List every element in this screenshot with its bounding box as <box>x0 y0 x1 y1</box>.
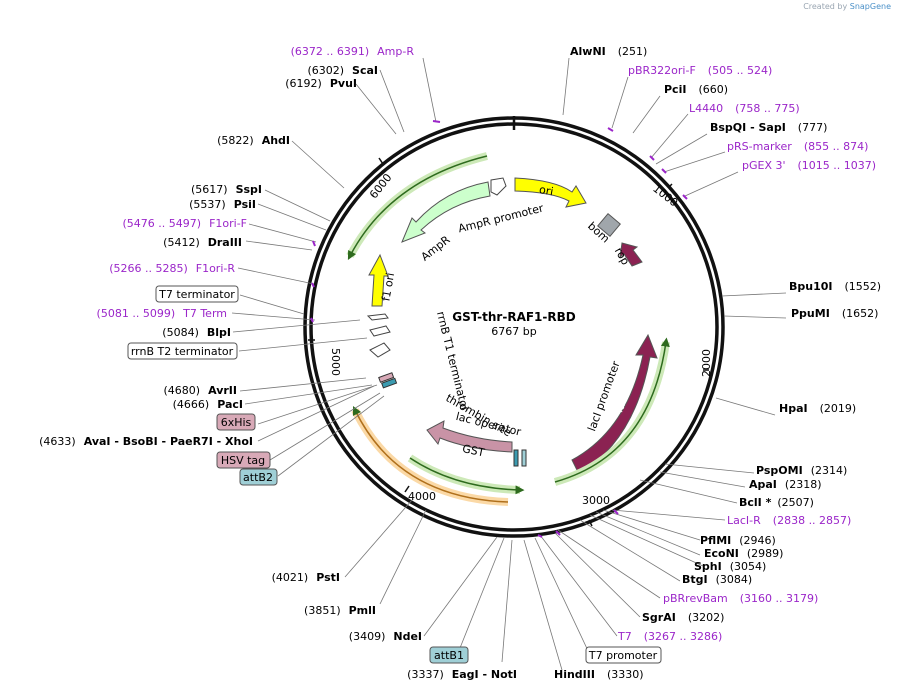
site-BclI[interactable]: BclI *(2507) <box>739 496 814 509</box>
feature-ori[interactable] <box>514 177 587 208</box>
site-EcoNI[interactable]: EcoNI(2989) <box>704 547 783 560</box>
feature-label-GST: GST <box>461 442 486 459</box>
orf-arc-top-left <box>347 155 488 260</box>
site-PmlI[interactable]: (3851)PmlI <box>304 604 376 617</box>
tick-label-4000: 4000 <box>408 490 436 503</box>
snapgene-credit: Created by SnapGene <box>803 2 891 11</box>
site-ScaI[interactable]: (6302)ScaI <box>307 64 378 77</box>
backbone <box>303 116 725 538</box>
site-PvuI[interactable]: (6192)PvuI <box>285 77 357 90</box>
primer-marks <box>310 120 688 538</box>
site-PsiI[interactable]: (5537)PsiI <box>189 198 256 211</box>
site-Bpu10I[interactable]: Bpu10I(1552) <box>789 280 881 293</box>
box-t7-terminator[interactable] <box>155 285 239 303</box>
primer-pBR322ori-F[interactable]: pBR322ori-F(505 .. 524) <box>628 64 772 77</box>
site-BlpI[interactable]: (5084)BlpI <box>162 326 231 339</box>
box-t7-terminator-label: T7 terminator <box>158 288 235 301</box>
labels-right: AlwNI(251) pBR322ori-F(505 .. 524) PciI(… <box>554 45 881 681</box>
tick-label-5000: 5000 <box>329 348 342 376</box>
box-rrnb-t2-label: rrnB T2 terminator <box>131 345 234 358</box>
site-BtgI[interactable]: BtgI(3084) <box>682 573 752 586</box>
site-SphI[interactable]: SphI(3054) <box>694 560 766 573</box>
site-SgrAI[interactable]: SgrAI(3202) <box>642 611 724 624</box>
credit-brand: SnapGene <box>849 2 891 11</box>
feature-lacI[interactable] <box>571 333 658 475</box>
site-EagI-NotI[interactable]: (3337)EagI - NotI <box>407 668 517 681</box>
site-AvaI-XhoI[interactable]: (4633)AvaI - BsoBI - PaeR7I - XhoI <box>39 435 253 448</box>
site-ApaI[interactable]: ApaI(2318) <box>749 478 821 491</box>
box-attb2[interactable] <box>239 468 278 486</box>
feature-label-AmpR: AmpR <box>419 233 453 264</box>
box-6xhis-label: 6xHis <box>221 416 252 429</box>
box-t7-promoter-label: T7 promoter <box>588 649 658 662</box>
box-hsv-label: HSV tag <box>221 454 265 467</box>
primer-L4440[interactable]: L4440(758 .. 775) <box>689 102 800 115</box>
site-PpuMI[interactable]: PpuMI(1652) <box>791 307 878 320</box>
tick-label-3000: 3000 <box>582 494 610 507</box>
feature-label-ori: ori <box>538 183 554 198</box>
orf-arc-bottom <box>409 457 525 495</box>
site-HpaI[interactable]: HpaI(2019) <box>779 402 856 415</box>
map-subtitle: 6767 bp <box>491 325 536 338</box>
feature-rrnB-T2[interactable] <box>369 342 391 358</box>
site-PspOMI[interactable]: PspOMI(2314) <box>756 464 847 477</box>
box-hsv[interactable] <box>216 451 271 469</box>
box-6xhis[interactable] <box>216 413 256 431</box>
primer-pBRrevBam[interactable]: pBRrevBam(3160 .. 3179) <box>663 592 818 605</box>
feature-6xHis[interactable] <box>378 372 395 383</box>
primer-T7[interactable]: T7(3267 .. 3286) <box>617 630 722 643</box>
feature-AmpR[interactable] <box>401 181 491 243</box>
credit-prefix: Created by <box>803 2 848 11</box>
site-HindIII[interactable]: HindIII(3330) <box>554 668 644 681</box>
primer-F1ori-R[interactable]: (5266 .. 5285)F1ori-R <box>109 262 235 275</box>
feature-rop[interactable] <box>619 242 643 267</box>
site-PflMI[interactable]: PflMI(2946) <box>700 534 776 547</box>
primer-LacI-R[interactable]: LacI-R(2838 .. 2857) <box>727 514 851 527</box>
site-NdeI[interactable]: (3409)NdeI <box>349 630 422 643</box>
feature-lac-operator[interactable] <box>513 449 519 467</box>
feature-AmpR-promoter[interactable] <box>490 177 507 196</box>
feature-attB2-mark[interactable] <box>381 377 398 389</box>
feature-rrnB-T1-1[interactable] <box>366 313 389 321</box>
feature-f1-ori[interactable] <box>368 253 389 307</box>
feature-label-AmpR-promoter: AmpR promoter <box>457 201 545 235</box>
feature-rrnB-T1-2[interactable] <box>369 325 391 337</box>
primer-pRS-marker[interactable]: pRS-marker(855 .. 874) <box>727 140 868 153</box>
site-PciI[interactable]: PciI(660) <box>664 83 728 96</box>
site-PacI[interactable]: (4666)PacI <box>173 398 243 411</box>
primer-Amp-R[interactable]: (6372 .. 6391)Amp-R <box>291 45 415 58</box>
site-BspQI-SapI[interactable]: BspQI - SapI(777) <box>710 121 827 134</box>
site-SspI[interactable]: (5617)SspI <box>191 183 262 196</box>
site-DraIII[interactable]: (5412)DraIII <box>163 236 242 249</box>
site-PstI[interactable]: (4021)PstI <box>272 571 340 584</box>
tick-label-2000: 2000 <box>700 349 713 377</box>
primer-pGEX3[interactable]: pGEX 3'(1015 .. 1037) <box>742 159 876 172</box>
orf-arc-orange <box>352 405 509 503</box>
box-attb1[interactable] <box>429 646 469 664</box>
box-t7-promoter[interactable] <box>585 646 662 664</box>
primer-T7-Term[interactable]: (5081 .. 5099)T7 Term <box>97 307 227 320</box>
site-AhdI[interactable]: (5822)AhdI <box>217 134 290 147</box>
labels-left: (6372 .. 6391)Amp-R (6302)ScaI (6192)Pvu… <box>39 45 517 681</box>
feature-GST[interactable] <box>426 420 513 453</box>
boxed-labels: T7 terminator rrnB T2 terminator 6xHis H… <box>127 285 662 664</box>
box-rrnb-t2[interactable] <box>127 342 238 360</box>
feature-label-f1-ori: f1 ori <box>379 272 397 303</box>
box-attb1-label: attB1 <box>434 649 464 662</box>
feature-thrombin-marker[interactable] <box>521 449 527 467</box>
primer-F1ori-F[interactable]: (5476 .. 5497)F1ori-F <box>123 217 248 230</box>
site-AvrII[interactable]: (4680)AvrII <box>164 384 237 397</box>
feature-bom[interactable] <box>597 213 621 237</box>
leader-lines <box>231 57 787 671</box>
box-attb2-label: attB2 <box>243 471 273 484</box>
map-title: GST-thr-RAF1-RBD <box>452 310 576 324</box>
site-AlwNI[interactable]: AlwNI(251) <box>570 45 647 58</box>
